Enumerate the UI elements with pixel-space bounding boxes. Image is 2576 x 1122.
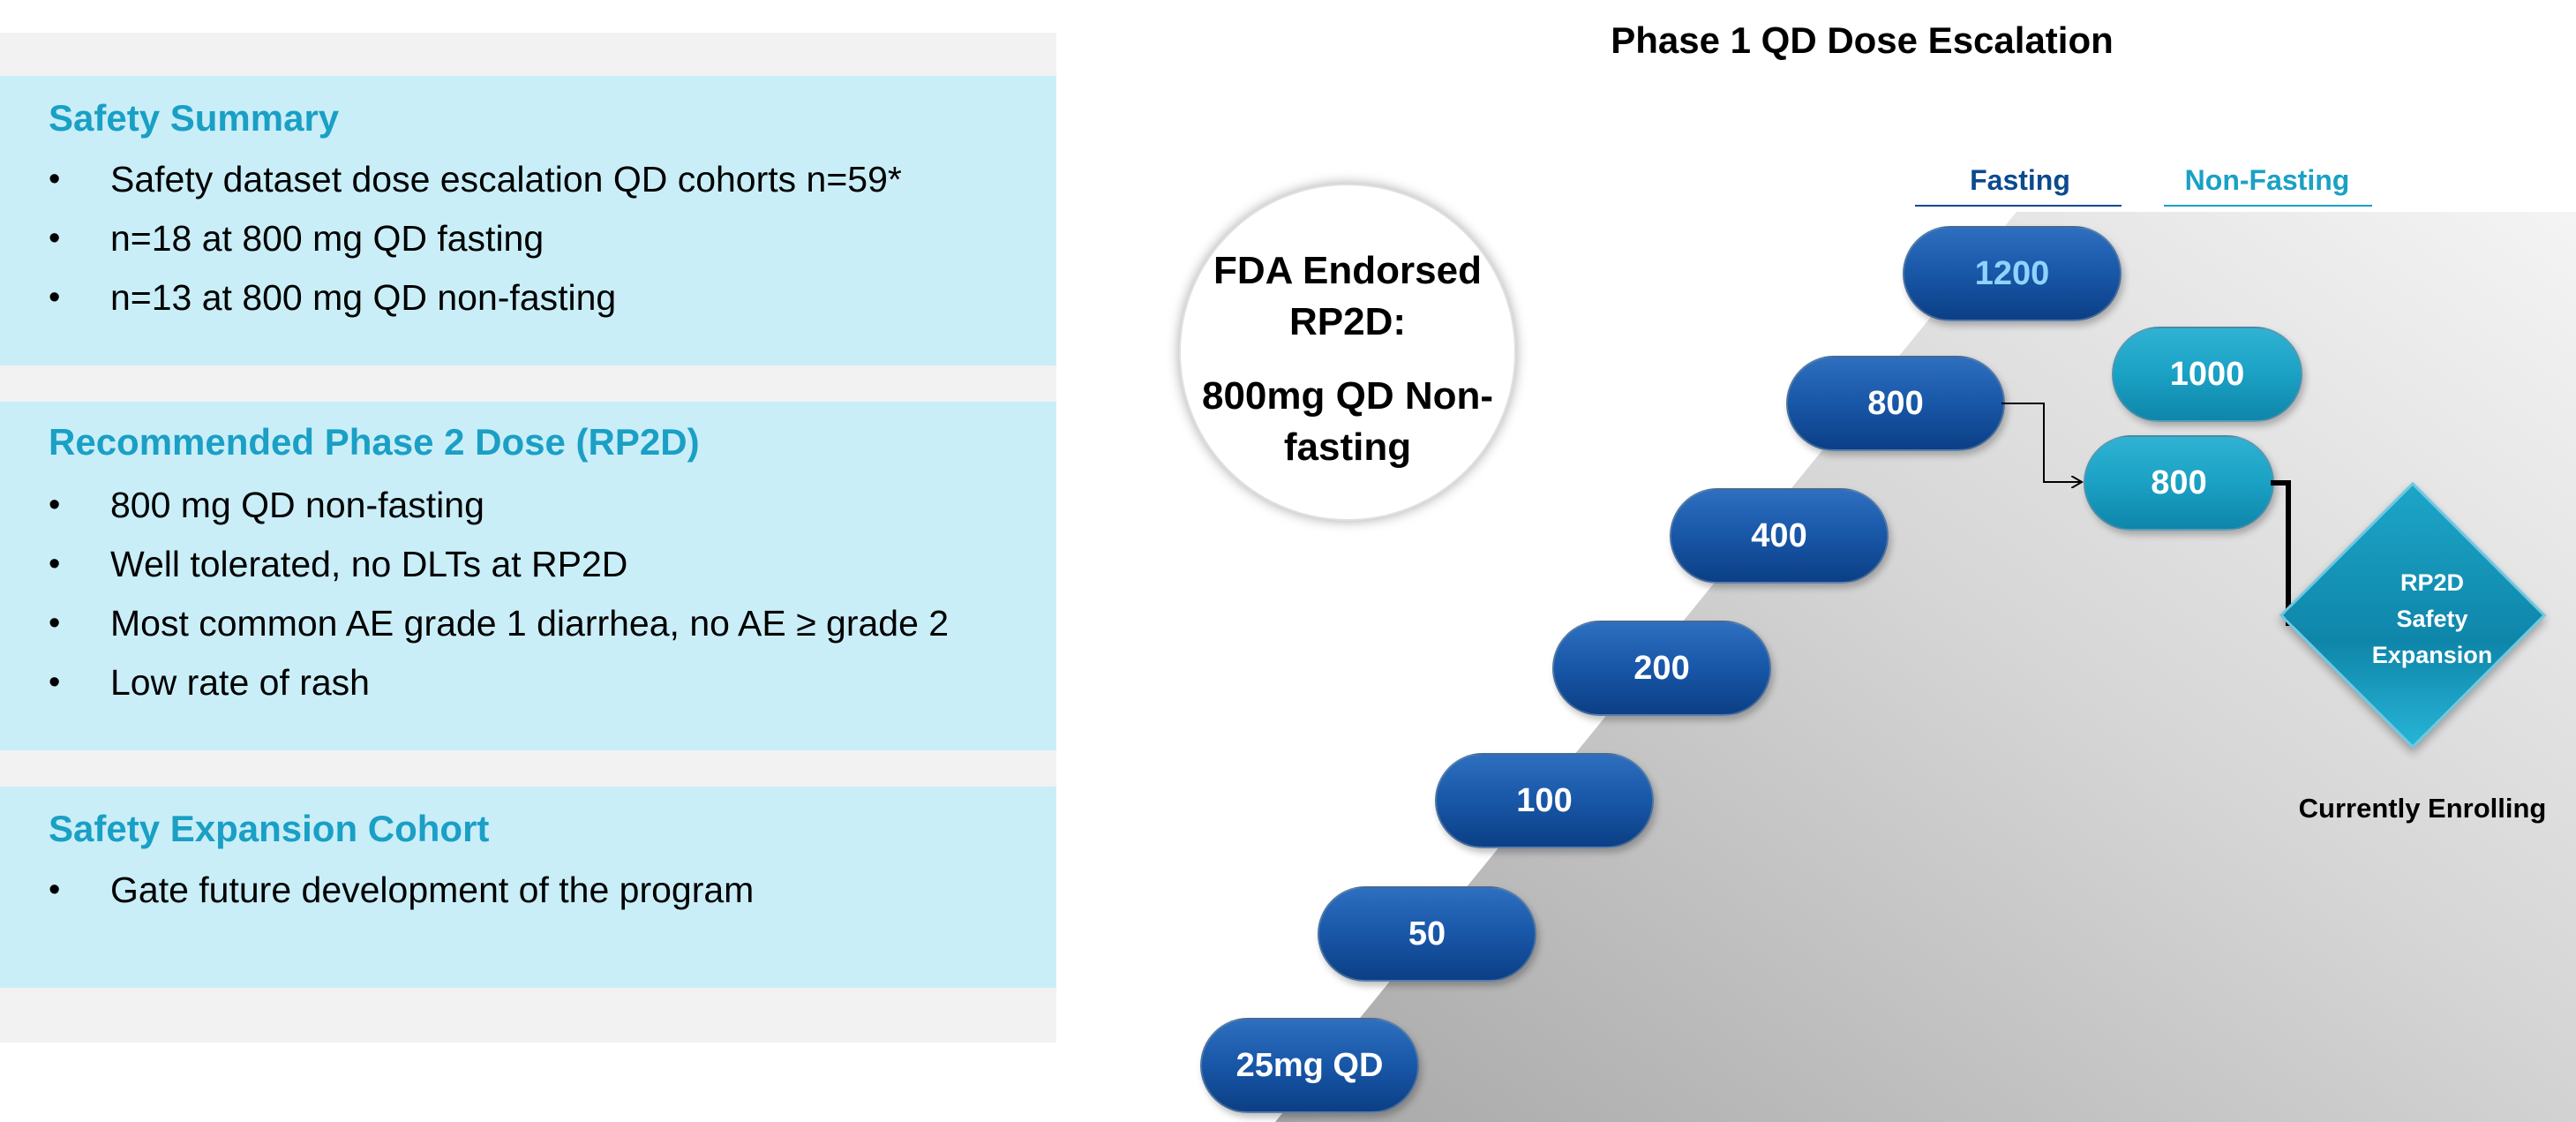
- dose-pill-fasting-50: 50: [1318, 886, 1536, 982]
- list-item: •Safety dataset dose escalation QD cohor…: [49, 150, 902, 209]
- dose-pill-fasting-25: 25mg QD: [1200, 1018, 1419, 1113]
- section-title: Safety Summary: [49, 97, 340, 139]
- list-item: •n=13 at 800 mg QD non-fasting: [49, 268, 902, 328]
- list-item: •Well tolerated, no DLTs at RP2D: [49, 535, 949, 594]
- list-item: •Most common AE grade 1 diarrhea, no AE …: [49, 594, 949, 653]
- bullet-icon: •: [49, 220, 61, 257]
- bullet-list: •Safety dataset dose escalation QD cohor…: [49, 150, 902, 328]
- list-item: •800 mg QD non-fasting: [49, 476, 949, 535]
- fda-badge-line-1: FDA Endorsed RP2D:: [1213, 249, 1482, 343]
- safety-summary-box: Safety Summary •Safety dataset dose esca…: [0, 76, 1056, 365]
- bullet-icon: •: [49, 279, 61, 316]
- bullet-icon: •: [49, 664, 61, 701]
- list-item: •Gate future development of the program: [49, 861, 754, 920]
- dose-pill-fasting-400: 400: [1670, 488, 1889, 584]
- section-title: Recommended Phase 2 Dose (RP2D): [49, 421, 700, 463]
- currently-enrolling-label: Currently Enrolling: [2298, 793, 2547, 824]
- dose-pill-fasting-100: 100: [1435, 753, 1654, 848]
- list-item: •n=18 at 800 mg QD fasting: [49, 209, 902, 268]
- fda-endorsed-badge: FDA Endorsed RP2D: 800mg QD Non-fasting: [1179, 184, 1516, 521]
- safety-expansion-box: Safety Expansion Cohort •Gate future dev…: [0, 787, 1056, 988]
- fasting-header-underline: [1915, 205, 2122, 207]
- bullet-icon: •: [49, 871, 61, 908]
- rp2d-expansion-label: RP2D Safety Expansion: [2371, 569, 2493, 668]
- section-title: Safety Expansion Cohort: [49, 808, 490, 849]
- bullet-list: •Gate future development of the program: [49, 861, 754, 920]
- fasting-column-header: Fasting: [1970, 164, 2070, 196]
- diagram-title: Phase 1 QD Dose Escalation: [1611, 19, 2114, 61]
- rp2d-box: Recommended Phase 2 Dose (RP2D) •800 mg …: [0, 402, 1056, 750]
- dose-pill-fasting-200: 200: [1552, 621, 1771, 716]
- fda-badge-line-2: 800mg QD Non-fasting: [1201, 374, 1494, 469]
- dose-pill-fasting-1200: 1200: [1903, 226, 2122, 321]
- non-fasting-header-underline: [2164, 205, 2372, 207]
- bullet-icon: •: [49, 486, 61, 523]
- non-fasting-column-header: Non-Fasting: [2184, 164, 2350, 196]
- dose-pill-non-fasting-1000: 1000: [2112, 327, 2302, 422]
- bullet-icon: •: [49, 161, 61, 198]
- list-item: •Low rate of rash: [49, 653, 949, 712]
- bullet-icon: •: [49, 546, 61, 583]
- dose-pill-non-fasting-800: 800: [2084, 435, 2274, 531]
- dose-pill-fasting-800: 800: [1786, 356, 2005, 451]
- bullet-icon: •: [49, 605, 61, 642]
- bullet-list: •800 mg QD non-fasting •Well tolerated, …: [49, 476, 949, 712]
